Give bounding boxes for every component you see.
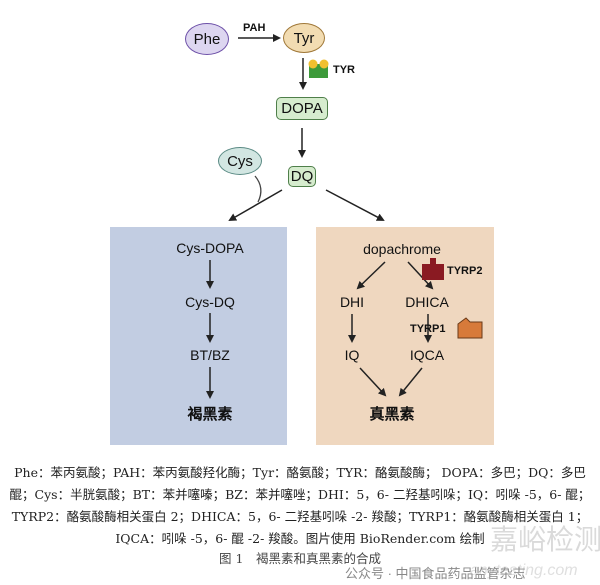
caption-line-3: TYRP2：酪氨酸酶相关蛋白 2；DHICA：5，6- 二羟基吲哚 -2- 羧酸…: [11, 509, 589, 524]
arrow-dq-left: [228, 189, 283, 221]
watermark-source: 公众号 · 中国食品药品监管杂志: [345, 566, 526, 581]
node-bt-bz: BT/BZ: [190, 347, 230, 363]
node-dopa: DOPA: [276, 97, 328, 120]
node-dq: DQ: [288, 166, 316, 187]
enzyme-tyrp2-label: TYRP2: [447, 265, 483, 277]
node-dhica: DHICA: [405, 294, 449, 310]
enzyme-tyr-label: TYR: [333, 64, 355, 76]
node-cys: Cys: [218, 147, 262, 175]
node-dhi: DHI: [339, 294, 365, 310]
caption-line-2: 醌；Cys：半胱氨酸；BT：苯并噻嗪；BZ：苯并噻唑；DHI：5，6- 二羟基吲…: [9, 487, 591, 502]
watermark-brand: 嘉峪检测网: [490, 524, 600, 555]
pathway-arrows: [206, 34, 483, 399]
node-tyr: Tyr: [283, 23, 325, 53]
node-iqca: IQCA: [409, 347, 445, 363]
pheomelanin-panel: [110, 227, 287, 445]
node-iq: IQ: [344, 347, 360, 363]
cys-join-curve: [254, 175, 262, 203]
figure-title: 图 1 褐黑素和真黑素的合成: [219, 551, 381, 566]
caption-line-4: IQCA：吲哚 -5，6- 醌 -2- 羧酸。图片使用 BioRender.co…: [115, 531, 485, 546]
arrow-dopachrome-dhica: [407, 261, 434, 290]
watermark-site: anytesting.com: [470, 562, 578, 579]
arrow-dopachrome-dhi: [356, 261, 386, 290]
node-cys-dopa: Cys-DOPA: [176, 240, 244, 256]
node-dopachrome: dopachrome: [363, 241, 441, 257]
tyr-enzyme-icon: [308, 59, 329, 78]
enzyme-pah-label: PAH: [243, 22, 266, 34]
product-pheomelanin: 褐黑素: [187, 406, 233, 423]
arrow-dq-right: [325, 189, 385, 221]
product-eumelanin: 真黑素: [369, 406, 415, 423]
caption-line-1: Phe：苯丙氨酸；PAH：苯丙氨酸羟化酶；Tyr：酪氨酸；TYR：酪氨酸酶； D…: [14, 465, 586, 480]
arrow-iqca-eu: [398, 367, 423, 397]
node-phe: Phe: [185, 23, 229, 55]
arrow-iq-eu: [359, 367, 387, 397]
tyrp2-enzyme-icon: [422, 258, 444, 280]
tyrp1-enzyme-icon: [457, 317, 483, 339]
node-cys-dq: Cys-DQ: [185, 294, 235, 310]
enzyme-tyrp1-label: TYRP1: [410, 323, 446, 335]
